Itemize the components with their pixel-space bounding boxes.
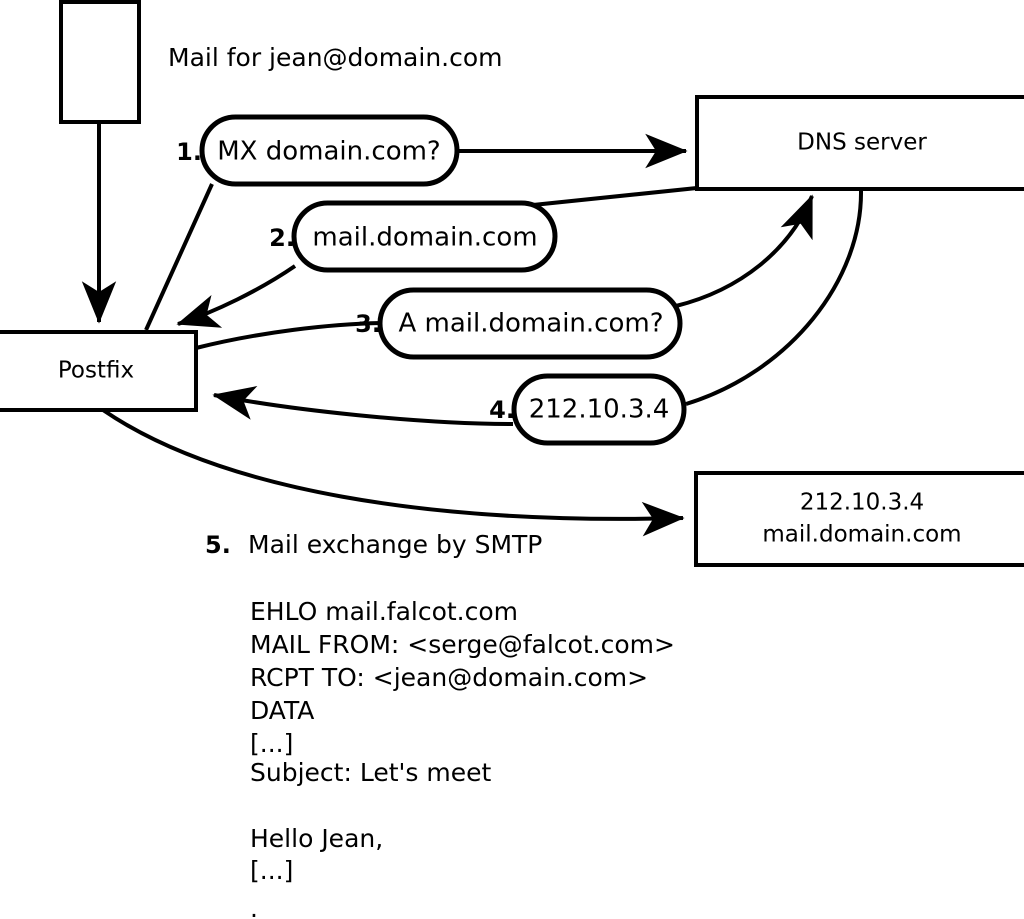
edge-dns-to-step4 xyxy=(685,190,864,406)
step-4-number: 4. xyxy=(489,396,515,424)
smtp-transcript: EHLO mail.falcot.com MAIL FROM: <serge@f… xyxy=(250,597,675,919)
callout-step-4-label: 212.10.3.4 xyxy=(529,395,670,425)
callout-step-3 xyxy=(377,287,683,360)
node-remote-box xyxy=(694,471,1024,567)
smtp-line: Subject: Let's meet xyxy=(250,758,491,787)
smtp-line: MAIL FROM: <serge@falcot.com> xyxy=(250,630,675,659)
edge-step2-to-postfix xyxy=(176,264,297,328)
node-dns-label: DNS server xyxy=(797,130,927,156)
node-client-box xyxy=(59,0,141,124)
smtp-line: DATA xyxy=(250,696,314,725)
step-1-number: 1. xyxy=(176,138,202,166)
edge-step3-to-dns xyxy=(675,194,814,308)
edge-step1-tail-to-postfix xyxy=(144,183,214,331)
callout-step-1 xyxy=(199,114,460,187)
step-3-number: 3. xyxy=(355,310,381,338)
smtp-line: EHLO mail.falcot.com xyxy=(250,597,518,626)
callout-step-1-label: MX domain.com? xyxy=(217,137,440,167)
smtp-line: [...] xyxy=(250,729,293,758)
edge-dns-to-step2 xyxy=(532,186,698,207)
smtp-line: RCPT TO: <jean@domain.com> xyxy=(250,663,648,692)
step-5-number: 5. xyxy=(205,531,231,559)
mail-for-note: Mail for jean@domain.com xyxy=(168,43,503,72)
smtp-line: Hello Jean, xyxy=(250,824,383,853)
callout-step-2-label: mail.domain.com xyxy=(312,223,537,253)
callout-step-3-label: A mail.domain.com? xyxy=(399,309,664,339)
node-postfix-box xyxy=(0,330,198,412)
node-dns-box xyxy=(695,95,1024,191)
edge-step4-to-postfix xyxy=(212,386,514,426)
smtp-line: [...] xyxy=(250,856,293,885)
node-postfix-label: Postfix xyxy=(58,358,134,384)
callout-step-2 xyxy=(291,200,558,273)
step-2-number: 2. xyxy=(269,224,295,252)
edge-postfix-to-step3 xyxy=(195,321,382,350)
node-remote-label-host: mail.domain.com xyxy=(762,522,961,548)
callout-step-4 xyxy=(511,373,687,446)
step-5-label: Mail exchange by SMTP xyxy=(248,530,542,559)
node-remote-label-ip: 212.10.3.4 xyxy=(800,490,924,516)
edge-postfix-to-remote xyxy=(101,408,685,537)
smtp-line: . xyxy=(250,894,258,919)
